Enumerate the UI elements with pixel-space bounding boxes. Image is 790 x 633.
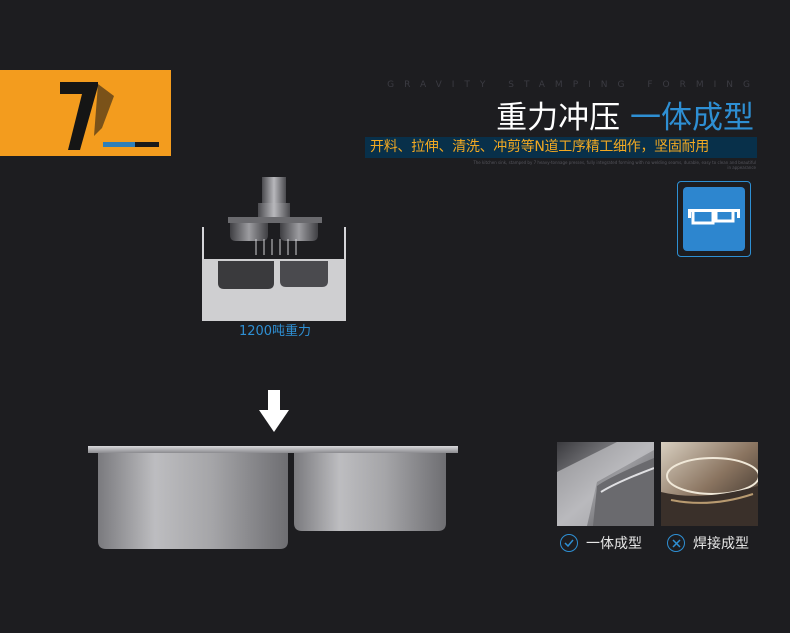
press-force-label: 1200吨重力	[238, 324, 312, 339]
welded-forming-photo	[661, 442, 758, 526]
badge-underline	[103, 142, 159, 147]
finished-double-sink	[88, 446, 458, 549]
number-one-glyph	[60, 82, 114, 150]
title-main: 重力冲压	[496, 100, 621, 136]
integrated-forming-caption: 一体成型	[560, 532, 642, 554]
check-icon	[560, 534, 578, 552]
description-text: 开料、拉伸、清洗、冲剪等N道工序精工细作，坚固耐用	[370, 139, 709, 155]
cross-icon	[667, 534, 685, 552]
double-sink-icon-box	[677, 181, 751, 257]
down-arrow-icon	[259, 390, 289, 432]
fine-print-text: The kitchen sink, stamped by 7 heavy-ton…	[473, 160, 756, 170]
double-sink-icon	[688, 209, 740, 225]
english-subtitle: GRAVITY STAMPING FORMING	[387, 80, 760, 90]
stamping-press-diagram	[202, 177, 346, 321]
description-bar	[365, 137, 757, 158]
integrated-forming-photo	[557, 442, 654, 526]
page-title: 重力冲压 一体成型	[380, 92, 754, 137]
title-accent: 一体成型	[630, 100, 754, 136]
caption-label: 焊接成型	[693, 536, 749, 552]
caption-label: 一体成型	[586, 536, 642, 552]
welded-forming-caption: 焊接成型	[667, 532, 749, 554]
section-number-badge	[0, 70, 171, 156]
